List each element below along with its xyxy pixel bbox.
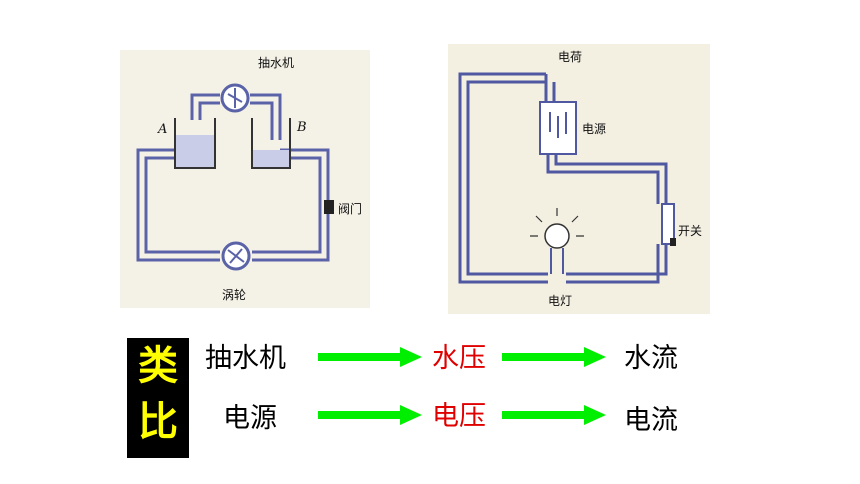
- badge-bottom-char: 比: [138, 399, 178, 445]
- row1-arrow-1: [318, 347, 422, 367]
- electric-circuit-drawing: [458, 72, 676, 284]
- water-circuit-drawing: [136, 83, 334, 271]
- row2-pressure: 电压: [432, 401, 486, 432]
- switch-icon: [661, 203, 675, 245]
- lamp-label: 电灯: [548, 294, 573, 308]
- row1-pressure: 水压: [432, 343, 486, 374]
- source-label: 电源: [582, 122, 607, 136]
- tank-a: [174, 118, 216, 169]
- row2-arrow-2: [502, 405, 606, 425]
- tank-b-label: B: [297, 120, 307, 135]
- water-circuit-diagram: 抽水机 A B 阀门 涡轮: [120, 50, 370, 308]
- row1-arrow-2: [502, 347, 606, 367]
- valve-icon: [324, 200, 334, 214]
- row1-flow: 水流: [624, 343, 678, 374]
- pump-label: 抽水机: [258, 56, 295, 70]
- row2-arrow-1: [318, 405, 422, 425]
- row1-source: 抽水机: [205, 343, 286, 374]
- switch-label: 开关: [678, 224, 703, 238]
- valve-label: 阀门: [338, 202, 363, 216]
- analogy-badge: 类 比: [127, 338, 189, 458]
- turbine-label: 涡轮: [222, 288, 247, 302]
- row2-flow: 电流: [624, 405, 678, 436]
- lamp-icon: [544, 223, 570, 249]
- charge-label: 电荷: [558, 50, 583, 64]
- tank-a-label: A: [158, 122, 168, 137]
- badge-top-char: 类: [138, 343, 178, 389]
- row2-source: 电源: [223, 403, 277, 434]
- electric-circuit-diagram: 电荷 电源 开关 电灯: [448, 44, 710, 314]
- tank-b: [251, 118, 291, 169]
